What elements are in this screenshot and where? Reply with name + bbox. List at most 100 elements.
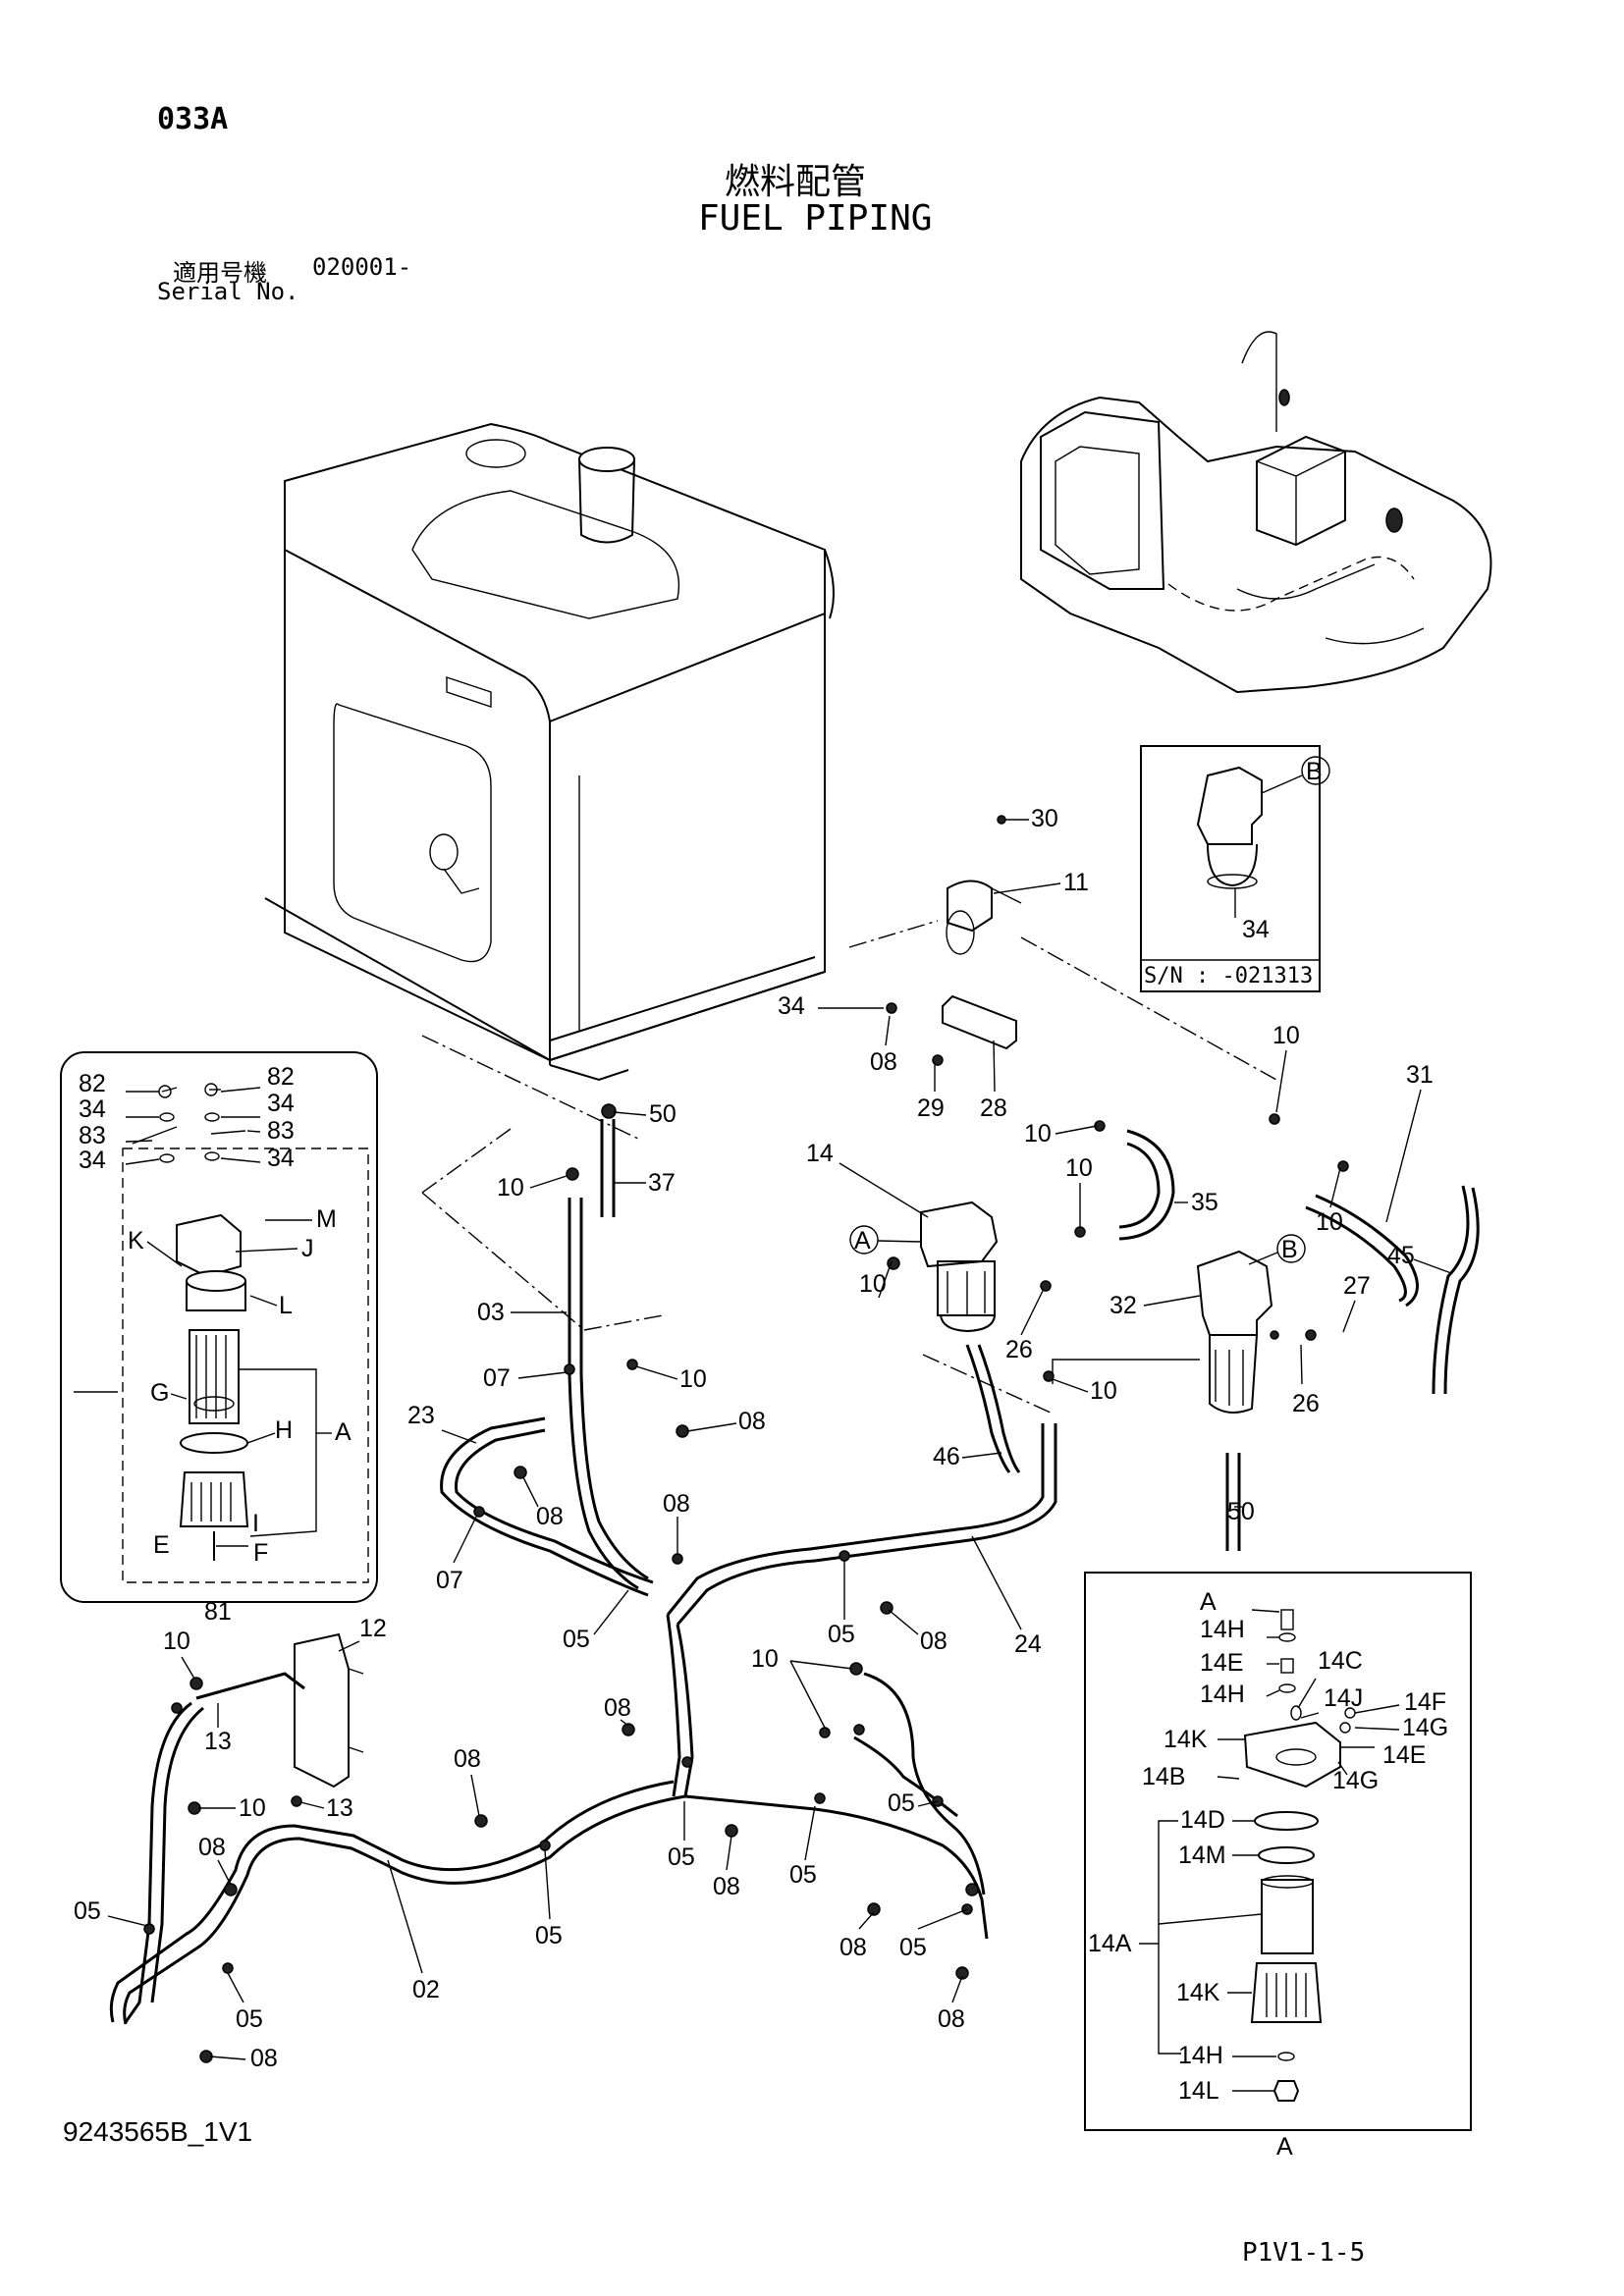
callout-10-k: 10: [751, 1645, 779, 1673]
callout-10-e: 10: [1090, 1377, 1117, 1405]
detail-a-label: A: [1276, 2133, 1293, 2161]
callout-28: 30: [1031, 805, 1058, 832]
callout-25: 28: [980, 1095, 1007, 1122]
callout-03: 03: [477, 1299, 505, 1326]
detail-a-14e-left: 14E: [1200, 1649, 1243, 1677]
callout-34: 32: [1110, 1292, 1137, 1319]
serial-label: Serial No.: [157, 278, 299, 305]
detail-a-14i: 14J: [1324, 1684, 1363, 1712]
water-separator-34: B: [1196, 1234, 1306, 1414]
detail-a-14f-top: A: [1200, 1588, 1217, 1616]
detail-b-81-left-1: 34: [79, 1095, 106, 1123]
detail-a-14k: 14K: [1176, 1979, 1220, 2006]
callout-10-b: 10: [1024, 1120, 1052, 1148]
detail-b-k: K: [128, 1227, 144, 1255]
detail-b-g: G: [150, 1379, 169, 1407]
callout-10-a: 10: [1272, 1022, 1300, 1049]
brackets: [294, 880, 1277, 1789]
inset-b-box: B 34 S/N : -021313: [1140, 745, 1330, 992]
callout-06-b: 07: [436, 1567, 463, 1594]
detail-a-14a: 14A: [1088, 1930, 1132, 1957]
callout-08-c: 08: [536, 1503, 564, 1530]
callout-08-k: 08: [839, 1934, 867, 1961]
detail-b-81-right-2: 34: [267, 1145, 295, 1172]
callout-05-text: 05: [828, 1621, 855, 1648]
callout-08-d: 08: [663, 1490, 690, 1518]
drawing-number: 9243565B_1V1: [63, 2116, 253, 2147]
callout-a-circle: A: [854, 1227, 871, 1255]
detail-a-14h: 14H: [1178, 2042, 1223, 2069]
callout-07-b: 05: [236, 2005, 263, 2033]
detail-a-14d: 14D: [1180, 1806, 1225, 1834]
clamps: [143, 815, 1349, 2063]
callout-29: 27: [1343, 1272, 1371, 1300]
detail-b-e: E: [153, 1531, 170, 1559]
page-reference: P1V1-1-5: [1242, 2238, 1366, 2268]
detail-b-label: 81: [204, 1598, 232, 1626]
serial-from: 020001-: [312, 253, 412, 281]
detail-b-box: 81: [60, 1051, 378, 1626]
fuel-hoses: [109, 1119, 1480, 2025]
detail-a-box: A 14H 14E 14H 14C 14J 14F 14G 14E 14G 14…: [1084, 1572, 1472, 2161]
inset-b-serial-note: S/N : -021313: [1144, 964, 1313, 988]
detail-b-j: J: [301, 1235, 314, 1262]
callout-07-e: 05: [789, 1861, 817, 1889]
callout-08-i: 08: [604, 1694, 631, 1722]
detail-a-14b: 14B: [1142, 1763, 1185, 1790]
callout-08-j: 08: [713, 1873, 740, 1900]
callout-10-d: 10: [1316, 1208, 1343, 1236]
callout-08-f: 08: [198, 1834, 226, 1861]
callout-05-b: 05: [74, 1897, 101, 1925]
callout-31: 35: [1191, 1189, 1218, 1216]
callout-02: 02: [412, 1976, 440, 2003]
detail-a-14g-lower: 14G: [1332, 1767, 1379, 1794]
callout-08-l: 08: [938, 2005, 965, 2033]
machine-overview: [1020, 331, 1492, 694]
detail-b-a: A: [335, 1418, 352, 1446]
detail-b-82-right: 82: [267, 1063, 295, 1091]
callout-10-i: 10: [163, 1628, 190, 1655]
detail-a-14c: 14C: [1318, 1647, 1363, 1675]
callout-10-j: 10: [239, 1794, 266, 1822]
detail-b-83-left: 83: [79, 1122, 106, 1149]
detail-a-14f-right: 14F: [1404, 1688, 1446, 1716]
title-japanese: 燃料配管: [725, 162, 867, 202]
callout-46: 46: [933, 1443, 960, 1470]
callout-27-a: 26: [1005, 1336, 1033, 1363]
callout-10-g: 10: [497, 1174, 524, 1201]
callout-07-a: 05: [563, 1626, 590, 1653]
inset-b-callout-b: B: [1306, 758, 1323, 785]
page-code: 033A: [157, 102, 229, 136]
callout-50-text: 50: [649, 1100, 677, 1128]
detail-a-14g-right: 14G: [1402, 1714, 1448, 1741]
detail-b-82-left: 82: [79, 1070, 106, 1097]
callout-37: 37: [648, 1169, 676, 1197]
callout-27-b: 26: [1292, 1390, 1320, 1417]
detail-b-m: M: [316, 1205, 337, 1233]
callout-07-c: 05: [535, 1922, 563, 1949]
callout-23: 23: [407, 1402, 435, 1429]
callout-14: 14: [806, 1140, 834, 1167]
callout-07-f: 05: [888, 1789, 915, 1817]
detail-a-14g-1: 14H: [1200, 1616, 1245, 1643]
callout-26: 29: [917, 1095, 945, 1122]
detail-a-14e-right: 14E: [1382, 1741, 1426, 1769]
detail-b-h: H: [275, 1416, 293, 1444]
detail-b-f: F: [253, 1539, 268, 1567]
callout-08-h: 08: [454, 1745, 481, 1773]
callout-45: 50: [1227, 1498, 1255, 1525]
callout-13-a: 13: [204, 1728, 232, 1755]
applicable-serial-label: 適用号機: [173, 259, 267, 287]
detail-b-l: L: [279, 1292, 293, 1319]
detail-a-14j: 14K: [1164, 1726, 1208, 1753]
callout-06-a: 07: [483, 1364, 511, 1392]
callout-12: 12: [359, 1615, 387, 1642]
callout-b-circle: B: [1281, 1236, 1298, 1263]
detail-b-i: I: [252, 1510, 259, 1537]
callout-32: 34: [778, 992, 805, 1020]
callout-08-a: 08: [870, 1048, 897, 1076]
fuel-filter-14: A: [849, 1201, 999, 1333]
detail-a-14m: 14M: [1178, 1842, 1226, 1869]
callout-24: 24: [1014, 1630, 1042, 1658]
